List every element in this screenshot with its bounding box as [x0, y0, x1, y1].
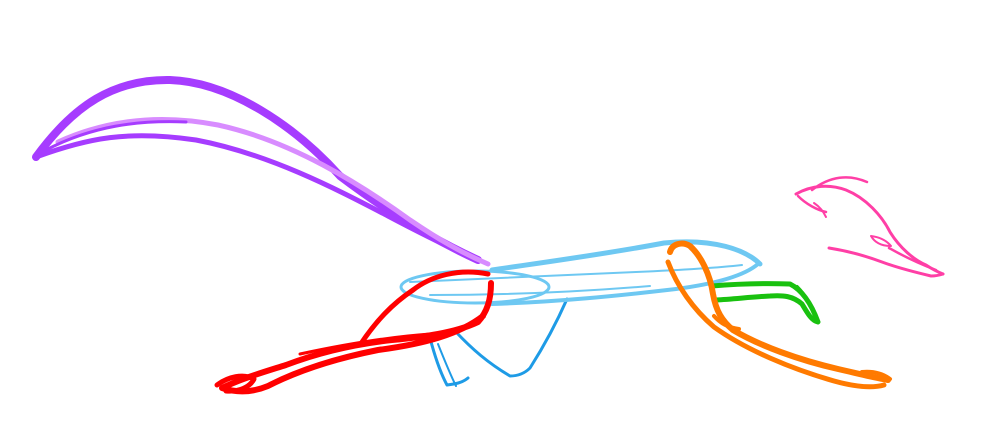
body-mid-stroke: [409, 264, 743, 283]
tail-outline-lower: [33, 133, 481, 263]
body-hip-loop: [399, 269, 551, 305]
head: [794, 176, 945, 278]
far-hind-leg: [428, 297, 569, 387]
hind-leg-inner: [298, 332, 432, 356]
far-front-leg-outline: [709, 281, 821, 325]
body-top-line: [489, 239, 763, 273]
head-top-outline: [794, 184, 945, 276]
hind-leg-paw: [214, 373, 257, 394]
body: [399, 239, 763, 306]
front-leg: [665, 240, 892, 390]
head-bottom-outline: [827, 246, 945, 278]
body-bottom-line: [490, 262, 760, 306]
tail-inner-stroke: [44, 120, 188, 152]
far-hind-leg-a: [428, 336, 470, 387]
head-muzzle-line: [887, 246, 938, 272]
tail: [32, 75, 491, 267]
far-hind-leg-b: [454, 297, 569, 378]
front-leg-loop: [667, 240, 891, 383]
front-leg-paw: [860, 369, 892, 381]
far-front-leg: [709, 281, 821, 325]
tail-highlight-stroke: [55, 116, 491, 267]
head-eye: [870, 235, 892, 247]
far-front-leg-tip: [795, 285, 819, 323]
hind-leg: [214, 269, 494, 395]
far-hind-leg-c: [437, 343, 457, 387]
hind-leg-upper: [357, 269, 491, 348]
head-ear-top: [810, 176, 869, 192]
front-leg-back-line: [665, 259, 887, 390]
front-leg-joint: [712, 314, 741, 331]
head-mark: [813, 202, 827, 218]
body-underline: [429, 285, 651, 296]
tail-outline-upper: [32, 75, 482, 264]
